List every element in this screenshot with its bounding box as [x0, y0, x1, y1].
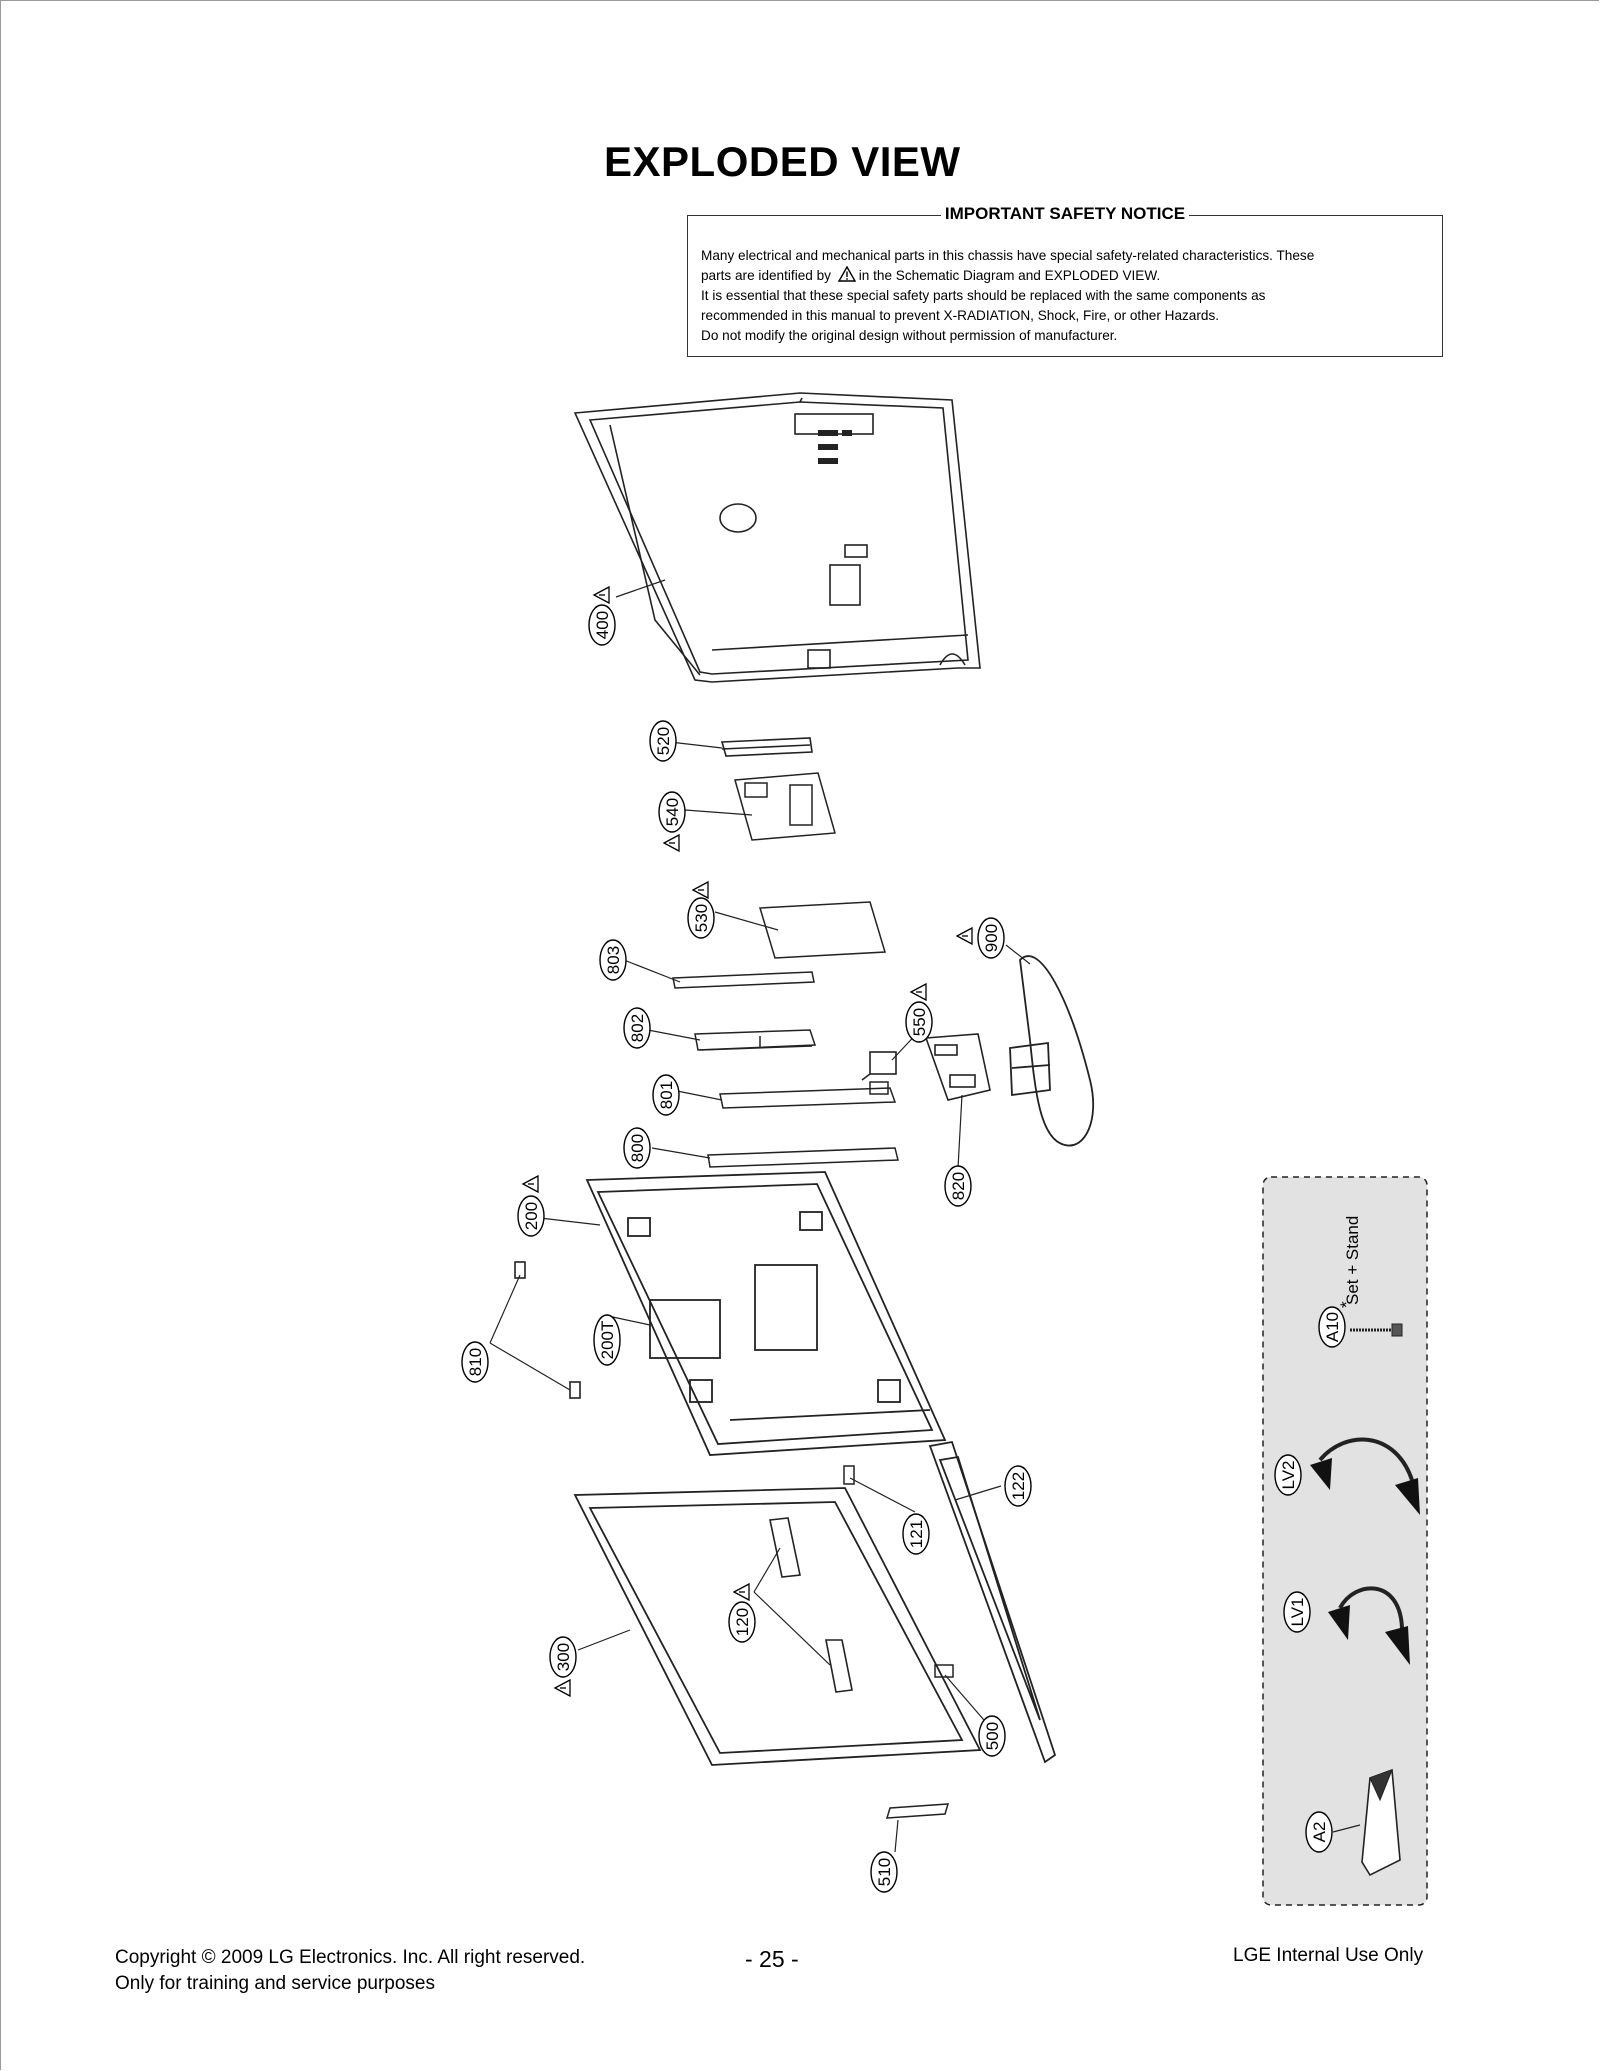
- accessory-lv2-cable: LV2: [1274, 1437, 1420, 1515]
- svg-text:540: 540: [663, 798, 682, 826]
- footer-internal-use: LGE Internal Use Only: [1233, 1945, 1424, 1966]
- svg-text:900: 900: [982, 924, 1001, 952]
- part-510-logo: [885, 1803, 950, 1819]
- warning-icon-200: [522, 1175, 539, 1193]
- callout-200T: 200T: [593, 1314, 621, 1366]
- copyright-line-1: Copyright © 2009 LG Electronics. Inc. Al…: [115, 1947, 586, 1968]
- notice-line-1: Many electrical and mechanical parts in …: [701, 248, 1315, 263]
- part-120-speakers: [769, 1517, 853, 1693]
- accessory-panel: A10 Set + Stand * LV2 LV1: [1262, 1176, 1428, 1906]
- part-803-rail: [672, 971, 815, 989]
- warning-icon-530: [692, 881, 709, 899]
- part-550-module: [861, 1051, 897, 1081]
- callout-122: 122: [1004, 1465, 1032, 1507]
- part-820-bracket: [924, 1033, 991, 1101]
- page-number: - 25 -: [745, 1946, 799, 1972]
- part-520-bracket: [720, 737, 813, 757]
- part-810-clips: [514, 1261, 581, 1399]
- back-cover-part: [573, 392, 981, 683]
- accessory-lv1-cable: LV1: [1283, 1586, 1410, 1665]
- notice-line-3: It is essential that these special safet…: [701, 288, 1266, 303]
- svg-text:820: 820: [949, 1172, 968, 1200]
- part-900-stand: [1009, 955, 1095, 1147]
- safety-notice-heading: IMPORTANT SAFETY NOTICE: [688, 204, 1442, 224]
- warning-icon-300: [554, 1679, 571, 1697]
- callout-300: 300: [549, 1636, 577, 1678]
- callout-800: 800: [623, 1127, 651, 1169]
- part-802-rail: [694, 1029, 817, 1051]
- svg-text:803: 803: [604, 946, 623, 974]
- callout-801: 801: [652, 1074, 680, 1116]
- part-122-sidebar: [928, 1440, 1057, 1764]
- callout-400: 400: [588, 604, 616, 646]
- svg-text:300: 300: [554, 1643, 573, 1671]
- svg-text:400: 400: [593, 611, 612, 639]
- callout-900: 900: [977, 917, 1005, 959]
- callout-530: 530: [687, 897, 715, 939]
- callout-120: 120: [728, 1601, 756, 1643]
- part-540-board: [734, 772, 836, 841]
- notice-line-5: Do not modify the original design withou…: [701, 328, 1118, 343]
- svg-text:120: 120: [733, 1608, 752, 1636]
- part-300-bezel: [573, 1487, 982, 1766]
- part-200-frame: [585, 1171, 947, 1456]
- warning-icon-540: [663, 834, 680, 852]
- svg-text:A2: A2: [1310, 1822, 1329, 1843]
- svg-text:802: 802: [628, 1014, 647, 1042]
- callout-810: 810: [461, 1341, 489, 1383]
- svg-text:LV2: LV2: [1279, 1461, 1298, 1490]
- callout-820: 820: [944, 1165, 972, 1207]
- part-530-board: [759, 901, 886, 959]
- safety-notice-body: Many electrical and mechanical parts in …: [701, 246, 1429, 346]
- svg-text:200: 200: [522, 1202, 541, 1230]
- part-500-board: [934, 1664, 954, 1678]
- callout-802: 802: [623, 1007, 651, 1049]
- page-title: EXPLODED VIEW: [604, 138, 961, 185]
- notice-line-2: parts are identified by in the Schematic…: [701, 266, 1161, 283]
- svg-text:520: 520: [654, 727, 673, 755]
- callout-520: 520: [649, 720, 677, 762]
- callout-540: 540: [658, 791, 686, 833]
- svg-text:801: 801: [657, 1081, 676, 1109]
- svg-text:*: *: [1337, 1301, 1356, 1308]
- callout-550: 550: [905, 1001, 933, 1043]
- svg-text:LV1: LV1: [1288, 1598, 1307, 1627]
- callout-510: 510: [870, 1851, 898, 1893]
- svg-text:510: 510: [875, 1858, 894, 1886]
- part-801-rail: [719, 1081, 897, 1109]
- copyright-line-2: Only for training and service purposes: [115, 1973, 435, 1994]
- svg-text:500: 500: [983, 1722, 1002, 1750]
- svg-text:121: 121: [907, 1520, 926, 1548]
- a10-note: Set + Stand: [1343, 1216, 1362, 1305]
- safety-notice-box: IMPORTANT SAFETY NOTICE Many electrical …: [687, 204, 1443, 357]
- svg-text:800: 800: [628, 1134, 647, 1162]
- svg-text:A10: A10: [1323, 1312, 1342, 1342]
- callout-803: 803: [599, 939, 627, 981]
- svg-text:200T: 200T: [598, 1321, 617, 1360]
- svg-text:122: 122: [1009, 1472, 1028, 1500]
- warning-triangle-icon: [837, 266, 856, 282]
- svg-text:550: 550: [910, 1008, 929, 1036]
- svg-text:530: 530: [692, 904, 711, 932]
- svg-text:810: 810: [466, 1348, 485, 1376]
- warning-icon-120: [733, 1583, 750, 1601]
- part-800-rail: [707, 1147, 899, 1168]
- back-cover-label-marks: [818, 430, 852, 464]
- callout-121: 121: [902, 1513, 930, 1555]
- warning-icon-900: [956, 927, 973, 945]
- warning-icon-400: [593, 586, 610, 604]
- notice-line-4: recommended in this manual to prevent X-…: [701, 308, 1220, 323]
- part-121-part: [843, 1465, 855, 1485]
- warning-icon-550: [910, 983, 927, 1001]
- callout-200: 200: [517, 1195, 545, 1237]
- leader-lines: [489, 579, 1031, 1853]
- accessory-a10-screw: A10 Set + Stand *: [1318, 1216, 1403, 1348]
- accessory-a2-stand-neck: A2: [1305, 1768, 1401, 1877]
- callout-500: 500: [978, 1715, 1006, 1757]
- footer-copyright: Copyright © 2009 LG Electronics. Inc. Al…: [115, 1945, 585, 1997]
